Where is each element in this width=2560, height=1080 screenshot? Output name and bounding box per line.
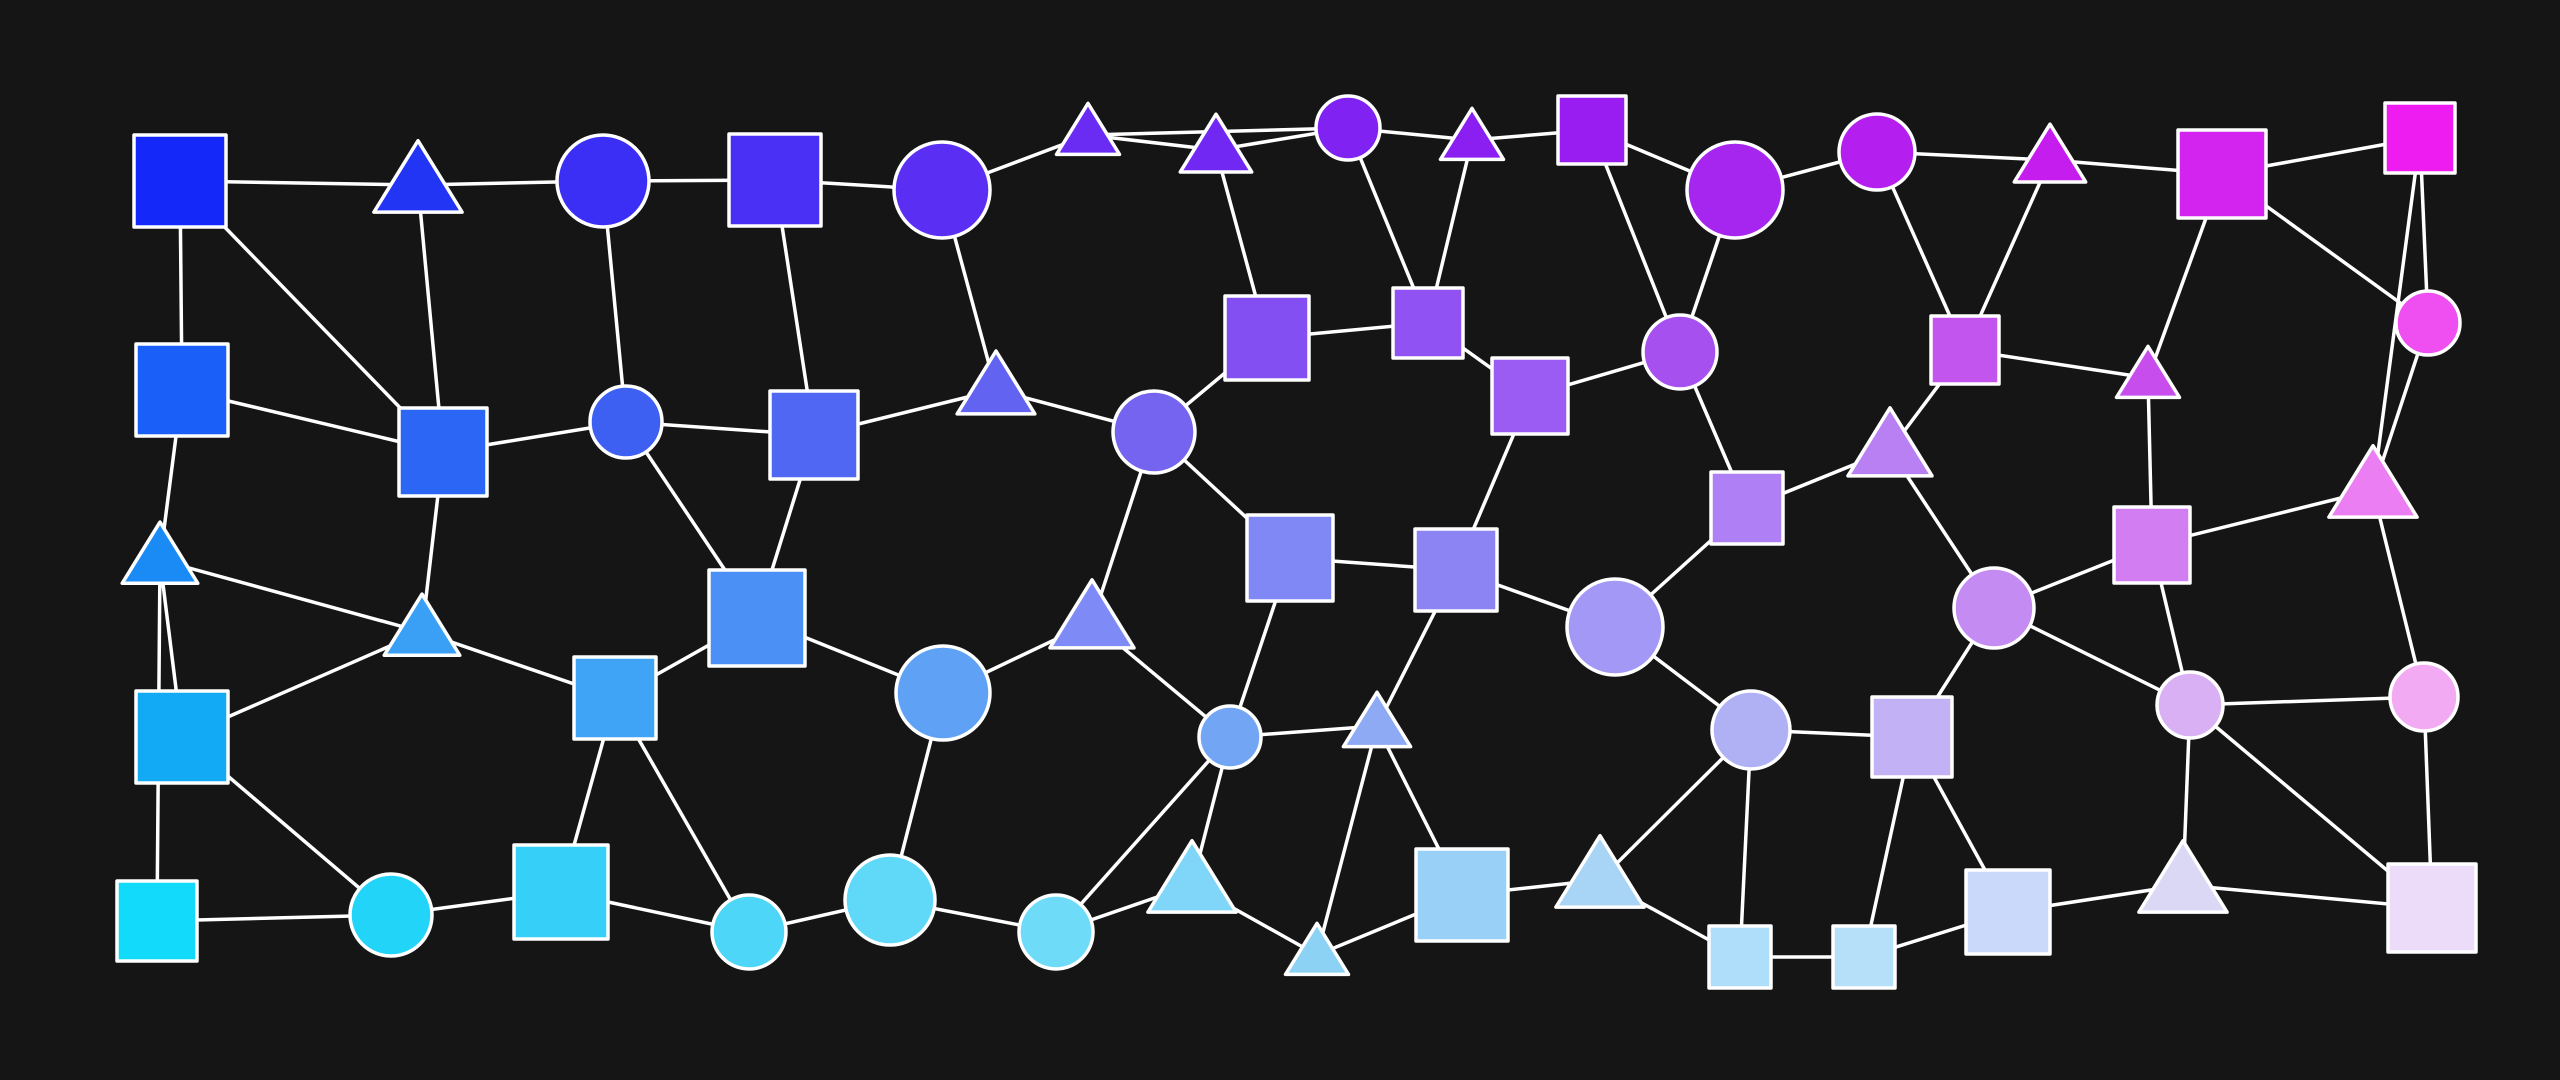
- square-node-n17: [397, 406, 489, 498]
- square-node-n61: [1831, 924, 1897, 990]
- circle-node-n55: [1017, 893, 1095, 971]
- circle-node-n44: [1197, 704, 1263, 770]
- circle-node-n5: [892, 140, 992, 240]
- square-node-n22: [1223, 294, 1311, 382]
- circle-node-n25: [1641, 313, 1719, 391]
- square-node-n36: [1709, 470, 1785, 546]
- triangle-node-n20: [955, 349, 1037, 416]
- triangle-node-n59: [1554, 833, 1646, 909]
- square-node-n15: [2383, 101, 2457, 175]
- square-node-n19: [768, 389, 860, 481]
- triangle-node-n27: [2114, 344, 2182, 400]
- triangle-node-n30: [382, 592, 462, 658]
- circle-node-n8: [1314, 94, 1382, 162]
- triangle-node-n32: [1048, 578, 1136, 650]
- edge-n48-n49: [2189, 695, 2425, 707]
- circle-node-n43: [894, 644, 992, 742]
- triangle-node-n37: [1846, 406, 1934, 478]
- square-node-n10: [1556, 94, 1628, 166]
- triangle-node-n29: [120, 520, 200, 586]
- square-node-n34: [1413, 527, 1499, 613]
- node-layer: [115, 94, 2478, 990]
- square-node-n33: [1245, 513, 1335, 603]
- circle-node-n18: [588, 384, 664, 460]
- square-node-n64: [2386, 862, 2478, 954]
- square-node-n50: [115, 879, 199, 963]
- triangle-node-n6: [1054, 101, 1122, 157]
- circle-node-n54: [843, 853, 937, 947]
- circle-node-n49: [2388, 661, 2460, 733]
- square-node-n16: [134, 342, 230, 438]
- circle-node-n48: [2155, 670, 2225, 740]
- triangle-node-n7: [1178, 112, 1254, 174]
- edge-n44-n55: [1054, 735, 1232, 934]
- circle-node-n46: [1710, 689, 1792, 771]
- square-node-n31: [707, 568, 807, 668]
- square-node-n14: [2176, 128, 2268, 220]
- square-node-n42: [572, 655, 658, 741]
- triangle-node-n2: [372, 138, 464, 214]
- triangle-node-n13: [2012, 122, 2088, 184]
- edge-n10-n25: [1590, 129, 1682, 353]
- square-node-n62: [1964, 868, 2052, 956]
- circle-node-n53: [710, 893, 788, 971]
- triangle-node-n40: [2327, 443, 2419, 519]
- circle-node-n3: [555, 133, 651, 229]
- square-node-n47: [1870, 695, 1954, 779]
- square-node-n60: [1707, 924, 1773, 990]
- edge-n29-n30: [159, 558, 423, 634]
- circle-node-n21: [1111, 389, 1197, 475]
- square-node-n1: [132, 133, 228, 229]
- circle-node-n35: [1565, 577, 1665, 677]
- square-node-n58: [1414, 847, 1510, 943]
- square-node-n38: [2112, 505, 2192, 585]
- square-node-n23: [1391, 286, 1465, 360]
- square-node-n41: [134, 689, 230, 785]
- triangle-node-n9: [1438, 106, 1506, 162]
- triangle-node-n45: [1341, 690, 1413, 749]
- circle-node-n51: [348, 872, 434, 958]
- square-node-n26: [1929, 314, 2001, 386]
- square-node-n4: [727, 132, 823, 228]
- circle-node-n39: [1952, 566, 2036, 650]
- triangle-node-n63: [2137, 838, 2229, 914]
- square-node-n24: [1490, 356, 1570, 436]
- triangle-node-n56: [1146, 838, 1238, 914]
- square-node-n52: [512, 843, 610, 941]
- circle-node-n12: [1837, 112, 1917, 192]
- circle-node-n11: [1685, 140, 1785, 240]
- edge-n45-n57: [1315, 725, 1379, 956]
- circle-node-n28: [2394, 289, 2462, 357]
- triangle-node-n57: [1283, 921, 1351, 977]
